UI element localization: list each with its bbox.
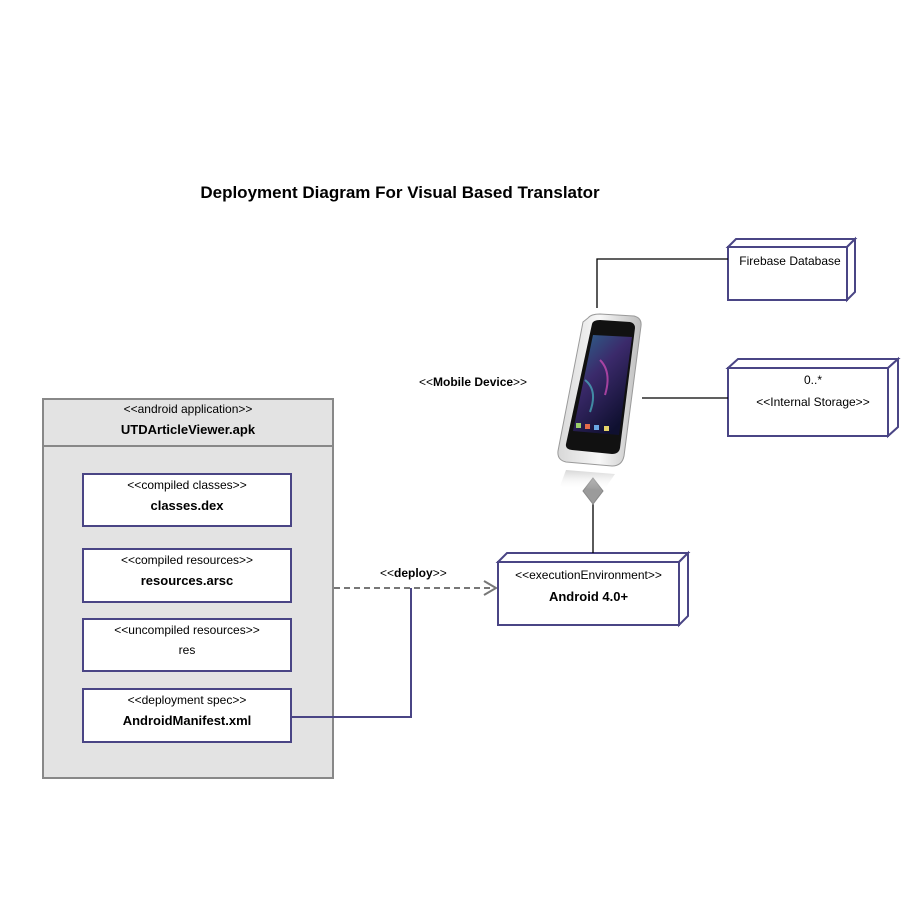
artifact-stereotype: <<android application>> <box>123 402 253 416</box>
compiled-resources-stereotype: <<compiled resources>> <box>120 553 254 567</box>
uncompiled-resources-stereotype: <<uncompiled resources>> <box>114 623 260 637</box>
firebase-label: Firebase Database <box>739 254 841 268</box>
compiled-classes-stereotype: <<compiled classes>> <box>127 478 247 492</box>
firebase-node <box>725 236 858 303</box>
mobile-device-prefix: << <box>419 375 434 389</box>
inner-box-resources <box>82 548 292 603</box>
uncompiled-resources-box: <<uncompiled resources>> res <box>83 619 291 671</box>
inner-box-manifest <box>82 688 292 743</box>
phone-firebase-connector <box>596 258 728 308</box>
deploy-suffix: >> <box>432 566 447 580</box>
deploy-label: <<deploy>> <box>380 566 447 580</box>
execution-env-name: Android 4.0+ <box>548 589 629 604</box>
mobile-device-suffix: >> <box>513 375 528 389</box>
execution-env-node <box>495 550 691 628</box>
mobile-device-label: <<Mobile Device>> <box>419 375 527 389</box>
deployment-spec-name: AndroidManifest.xml <box>122 713 252 728</box>
uncompiled-resources-name: res <box>178 643 196 657</box>
inner-box-classes <box>82 473 292 527</box>
smartphone-icon <box>557 313 642 490</box>
compiled-resources-name: resources.arsc <box>140 573 234 588</box>
internal-storage-multiplicity: 0..* <box>803 373 822 387</box>
deploy-name: deploy <box>394 566 433 580</box>
deploy-prefix: << <box>380 566 395 580</box>
execution-env-stereotype: <<executionEnvironment>> <box>515 568 662 582</box>
artifact-name: UTDArticleViewer.apk <box>120 422 256 437</box>
deployment-spec-box: <<deployment spec>> AndroidManifest.xml <box>83 689 291 741</box>
internal-storage-node <box>725 356 901 439</box>
compiled-classes-box: <<compiled classes>> classes.dex <box>83 474 291 526</box>
deployment-spec-stereotype: <<deployment spec>> <box>127 693 247 707</box>
deploy-arrowhead <box>483 580 498 596</box>
internal-storage-name: <<Internal Storage>> <box>756 395 870 409</box>
internal-storage-text: 0..* <<Internal Storage>> <box>728 373 898 409</box>
artifact-header: <<android application>> UTDArticleViewer… <box>43 399 333 446</box>
inner-box-res <box>82 618 292 672</box>
compiled-resources-box: <<compiled resources>> resources.arsc <box>83 549 291 601</box>
execution-env-text: <<executionEnvironment>> Android 4.0+ <box>498 568 679 604</box>
page-title: Deployment Diagram For Visual Based Tran… <box>200 183 600 202</box>
compiled-classes-name: classes.dex <box>150 498 224 513</box>
manifest-connector <box>291 588 412 718</box>
mobile-device-name: Mobile Device <box>433 375 514 389</box>
